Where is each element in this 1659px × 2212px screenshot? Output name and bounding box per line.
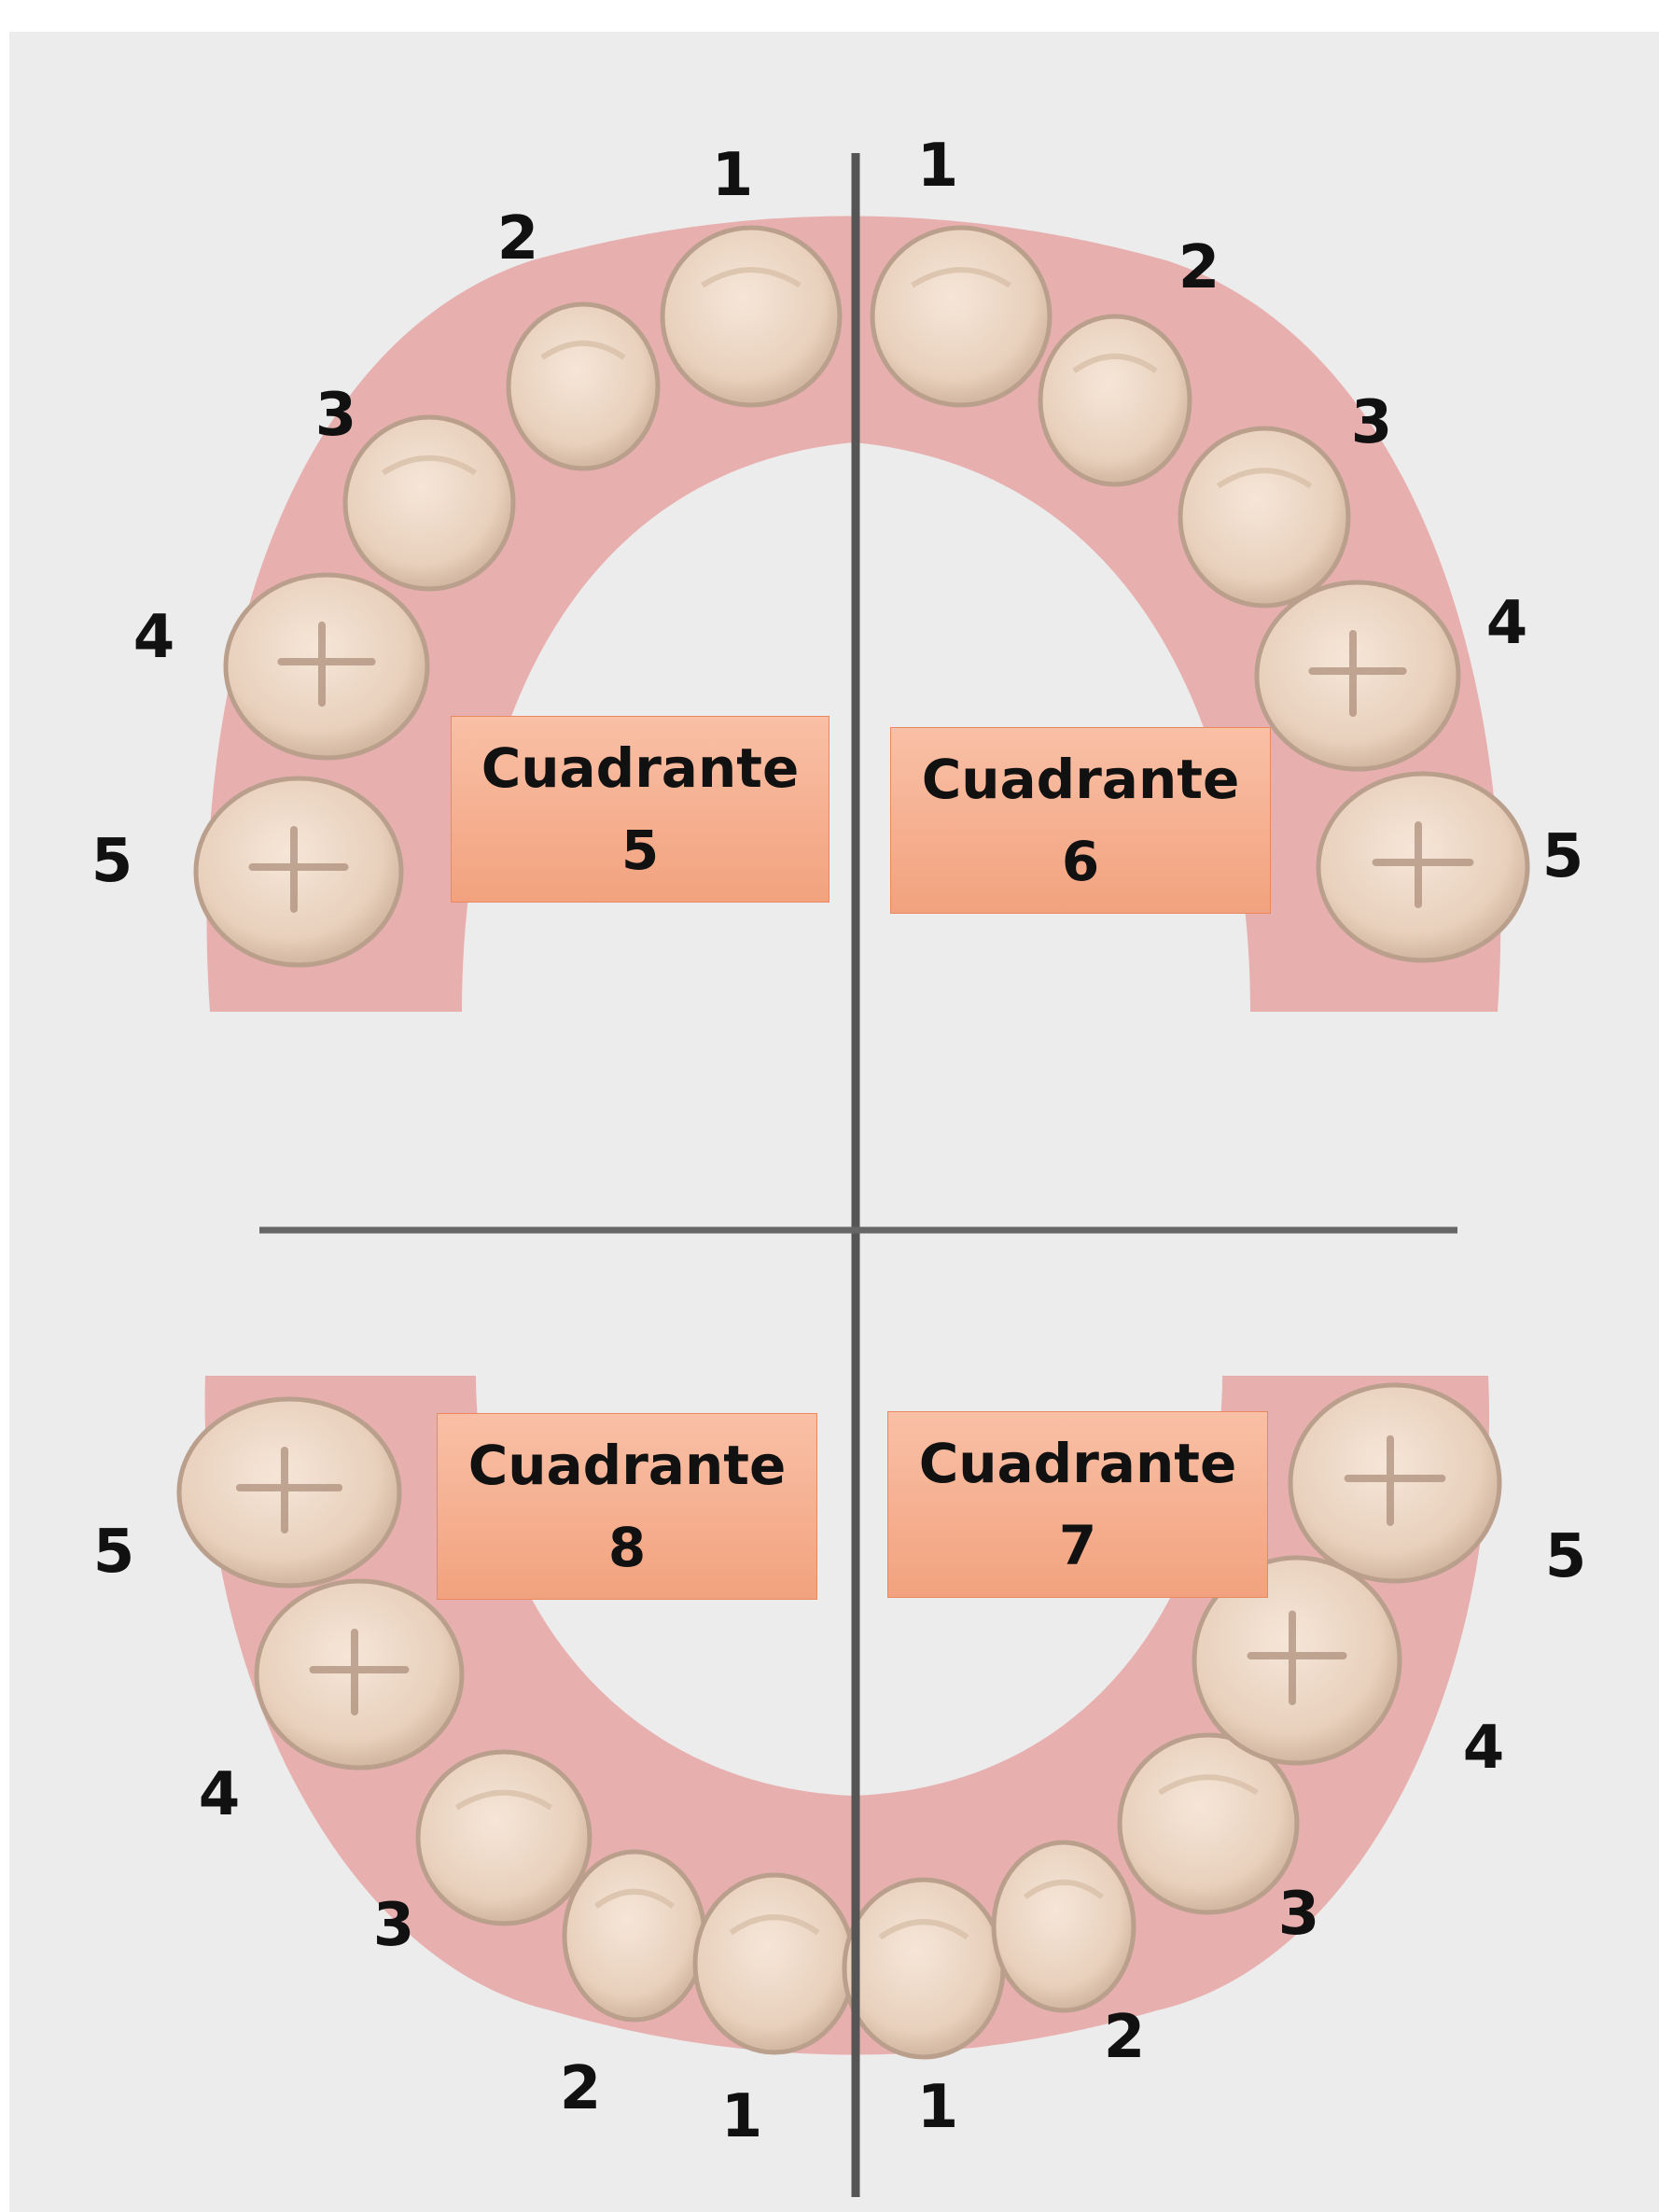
- dental-arches-figure: 1 2 3 4 5 1 2 3 4 5 1 2 3 4 5 1 2 3 4 5: [9, 32, 1659, 2212]
- tooth-number-lower-left-5: 5: [93, 1518, 135, 1587]
- lower-left-tooth-4: [257, 1581, 462, 1768]
- lower-left-tooth-2: [565, 1852, 704, 2020]
- quadrant-7-number: 7: [1059, 1505, 1096, 1587]
- upper-left-tooth-2: [509, 304, 658, 469]
- tooth-number-upper-left-3: 3: [315, 381, 357, 450]
- upper-right-tooth-4: [1257, 582, 1458, 769]
- lower-right-tooth-2: [994, 1842, 1134, 2010]
- upper-left-tooth-5: [196, 778, 401, 965]
- tooth-number-upper-right-3: 3: [1351, 388, 1393, 457]
- lower-right-tooth-1: [844, 1880, 1003, 2057]
- tooth-number-upper-right-1: 1: [917, 132, 959, 201]
- lower-left-tooth-5: [179, 1399, 399, 1586]
- tooth-number-lower-right-4: 4: [1463, 1714, 1505, 1783]
- quadrant-6-label: Cuadrante 6: [890, 727, 1271, 914]
- tooth-number-upper-left-5: 5: [91, 827, 133, 896]
- tooth-number-upper-left-4: 4: [133, 603, 175, 672]
- quadrant-5-number: 5: [621, 809, 659, 891]
- upper-right-tooth-1: [872, 228, 1050, 405]
- upper-left-tooth-4: [226, 575, 427, 758]
- tooth-number-upper-right-5: 5: [1542, 822, 1584, 891]
- lower-left-tooth-1: [695, 1875, 854, 2052]
- upper-left-tooth-1: [662, 228, 840, 405]
- tooth-number-lower-left-2: 2: [560, 2054, 602, 2123]
- quadrant-5-title: Cuadrante: [481, 727, 800, 809]
- tooth-number-lower-left-4: 4: [199, 1760, 241, 1829]
- lower-right-tooth-5: [1290, 1385, 1499, 1581]
- quadrant-8-number: 8: [608, 1506, 646, 1589]
- tooth-number-lower-right-5: 5: [1545, 1522, 1587, 1591]
- tooth-number-upper-right-4: 4: [1486, 589, 1528, 658]
- quadrant-8-title: Cuadrante: [468, 1424, 787, 1506]
- upper-right-tooth-3: [1180, 428, 1348, 606]
- upper-left-tooth-3: [345, 417, 513, 589]
- quadrant-7-label: Cuadrante 7: [887, 1411, 1268, 1598]
- upper-right-tooth-2: [1040, 316, 1190, 484]
- tooth-number-lower-left-3: 3: [373, 1891, 415, 1960]
- quadrant-6-title: Cuadrante: [922, 738, 1240, 820]
- tooth-number-upper-right-2: 2: [1178, 233, 1220, 302]
- tooth-number-upper-left-2: 2: [497, 204, 539, 273]
- quadrant-5-label: Cuadrante 5: [451, 716, 830, 903]
- tooth-number-lower-right-2: 2: [1104, 2003, 1146, 2072]
- quadrant-8-label: Cuadrante 8: [437, 1413, 817, 1600]
- upper-right-tooth-5: [1318, 774, 1527, 960]
- quadrant-7-title: Cuadrante: [919, 1422, 1237, 1505]
- tooth-number-upper-left-1: 1: [712, 141, 754, 210]
- tooth-number-lower-left-1: 1: [721, 2082, 763, 2151]
- tooth-number-lower-right-3: 3: [1278, 1880, 1320, 1949]
- lower-left-tooth-3: [418, 1752, 590, 1924]
- tooth-number-lower-right-1: 1: [917, 2073, 959, 2142]
- quadrant-6-number: 6: [1062, 820, 1099, 903]
